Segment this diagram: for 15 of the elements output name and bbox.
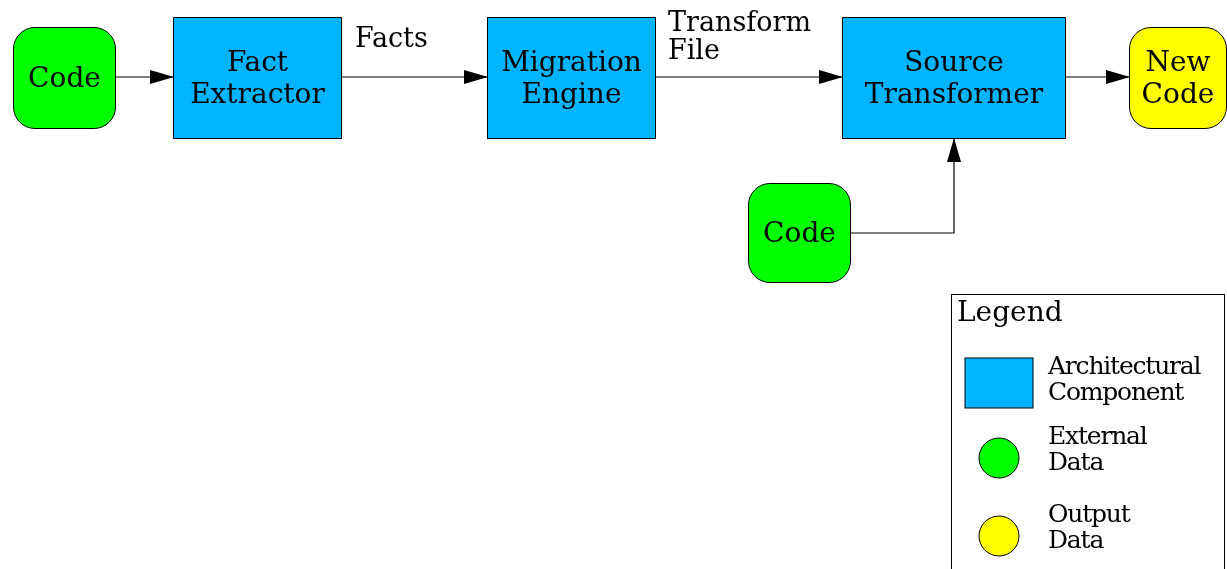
arrow (115, 70, 174, 84)
arrow (341, 70, 488, 84)
legend-text: External Data (1048, 423, 1147, 476)
arrow (1065, 70, 1130, 84)
legend-title: Legend (957, 297, 1063, 327)
external-data-box: Code (748, 183, 851, 283)
component-box: Source Transformer (842, 17, 1066, 139)
output-data-box: New Code (1129, 27, 1227, 129)
legend-text: Architectural Component (1048, 353, 1201, 406)
component-box: Migration Engine (487, 17, 656, 139)
legend-text: Output Data (1048, 501, 1130, 554)
component-box: Fact Extractor (173, 17, 342, 139)
external-data-box: Code (13, 27, 116, 129)
arrow (850, 138, 961, 234)
arrow (655, 70, 843, 84)
